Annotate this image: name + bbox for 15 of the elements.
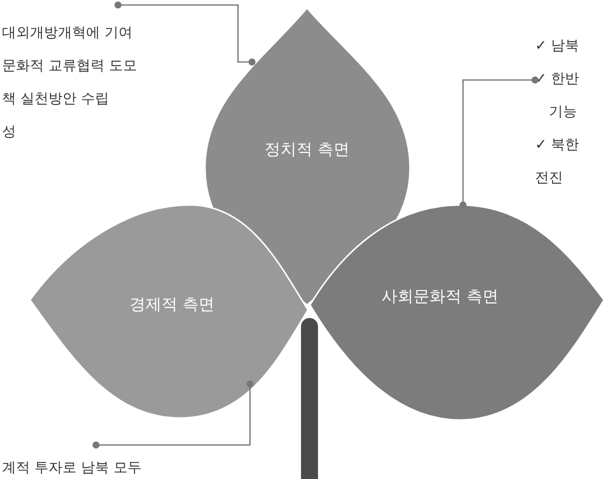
checklist-text: ✓ 북한	[535, 136, 580, 155]
bullet-text: 계적 투자로 남북 모두	[2, 459, 142, 478]
bullet-text: 책 실천방안 수립	[2, 90, 110, 109]
leaf-label: 정치적 측면	[264, 140, 350, 160]
bullet-text: 문화적 교류협력 도모	[2, 57, 138, 76]
leader-line	[92, 380, 254, 448]
leaf-label: 사회문화적 측면	[381, 286, 499, 308]
bullet-text: 대외개방개혁에 기여	[2, 24, 134, 43]
leader-line	[460, 76, 538, 208]
leader-line	[114, 2, 256, 66]
checklist-text: 기능	[548, 103, 578, 122]
bullet-text: 성	[2, 123, 17, 142]
checklist-text: ✓ 남북	[535, 37, 580, 56]
leaf-label: 경제적 측면	[129, 294, 215, 316]
checklist-text: 전진	[535, 169, 564, 188]
